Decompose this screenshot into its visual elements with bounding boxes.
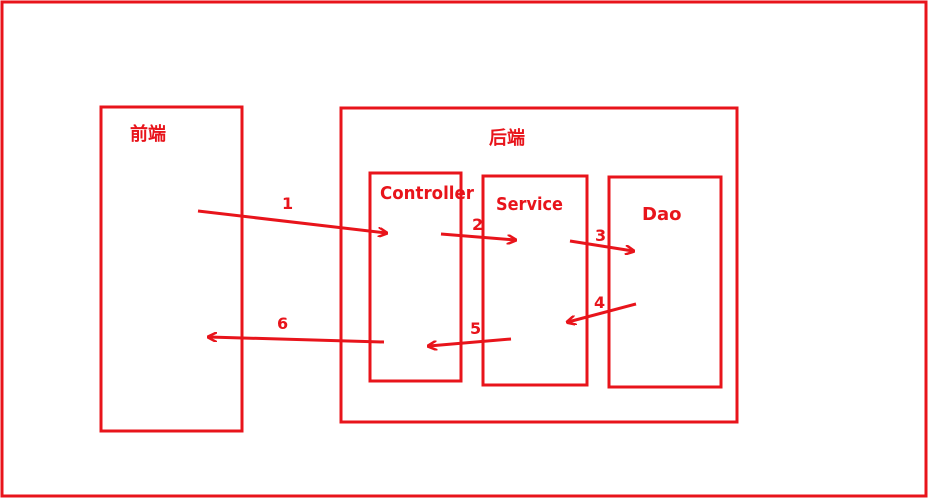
arrow-step-1 — [197, 209, 386, 233]
arrow-step-3 — [569, 239, 633, 251]
service-box — [481, 174, 589, 387]
frontend-box — [99, 105, 244, 433]
step-4-label: 4 — [594, 293, 605, 312]
step-3-label: 3 — [595, 226, 606, 245]
arrow-step-4 — [568, 302, 637, 322]
step-1-label: 1 — [282, 194, 293, 213]
controller-box — [368, 171, 463, 383]
backend-label: 后端 — [489, 128, 525, 149]
step-5-label: 5 — [470, 319, 481, 338]
step-2-label: 2 — [472, 215, 483, 234]
backend-box — [339, 106, 739, 424]
frontend-label: 前端 — [130, 123, 166, 145]
controller-label: Controller — [380, 183, 474, 204]
service-label: Service — [496, 194, 563, 215]
arrow-step-2 — [440, 232, 515, 240]
dao-label: Dao — [642, 204, 681, 225]
dao-box — [607, 175, 723, 389]
step-6-label: 6 — [277, 314, 288, 333]
arrow-step-6 — [209, 337, 385, 344]
arrow-step-5 — [429, 337, 512, 346]
